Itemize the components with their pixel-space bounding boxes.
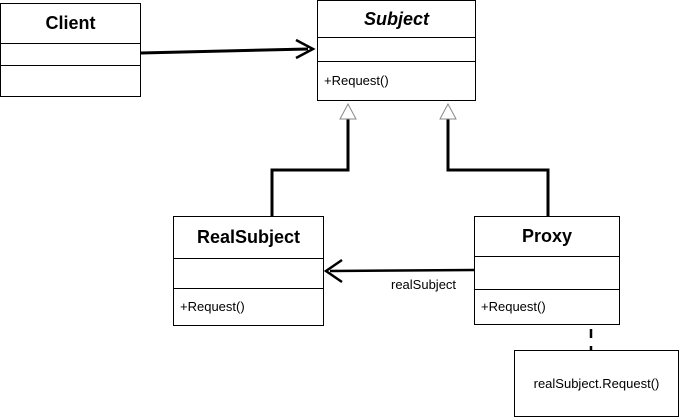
generalization-arrow-left [339, 102, 357, 120]
realsubject-class-name: RealSubject [174, 217, 323, 259]
subject-class-name: Subject [318, 1, 475, 38]
association-label: realSubject [391, 277, 457, 292]
client-subject-association [140, 38, 316, 60]
note-box[interactable]: realSubject.Request() [514, 350, 679, 417]
subject-class[interactable]: Subject +Request() [317, 0, 476, 101]
proxy-realsubject-association [323, 258, 475, 284]
note-text: realSubject.Request() [533, 376, 660, 391]
subject-method: +Request() [324, 73, 389, 88]
realsubject-method: +Request() [180, 299, 245, 314]
subject-attributes [318, 38, 475, 62]
proxy-generalization [439, 102, 550, 216]
client-class-name: Client [1, 4, 140, 44]
generalization-arrow-right [439, 102, 457, 120]
client-class[interactable]: Client [0, 3, 141, 97]
proxy-method: +Request() [481, 299, 546, 314]
client-methods [1, 66, 140, 95]
realsubject-attributes [174, 259, 323, 289]
proxy-class[interactable]: Proxy +Request() [474, 216, 620, 325]
realsubject-class[interactable]: RealSubject +Request() [173, 216, 324, 326]
realsubject-generalization [270, 102, 357, 216]
client-attributes [1, 44, 140, 66]
proxy-class-name: Proxy [475, 217, 619, 257]
proxy-attributes [475, 257, 619, 290]
